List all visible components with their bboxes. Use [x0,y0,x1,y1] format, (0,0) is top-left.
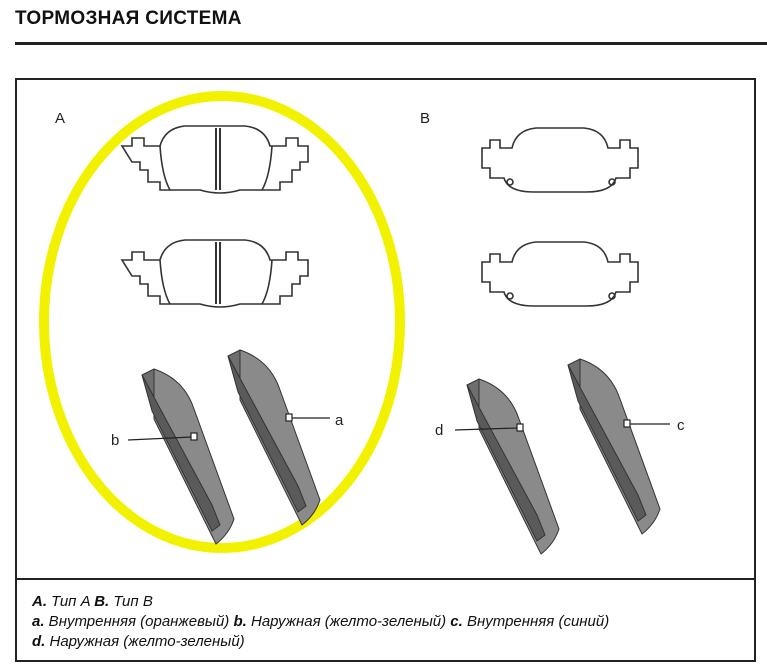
caption-line-2: a. Внутренняя (оранжевый) b. Наружная (ж… [32,612,609,632]
caption-key: B. [94,593,110,610]
caption-text: Наружная (желто-зеленый) [45,633,245,650]
label-c: c [677,417,685,434]
caption-text: Внутренняя (оранжевый) [44,613,234,630]
caption-text: Наружная (желто-зеленый) [246,613,451,630]
caption-text: Внутренняя (синий) [462,613,610,630]
label-a: a [335,412,344,429]
pad-3d-c [567,358,661,535]
caption-key: A. [32,593,47,610]
caption-text: Тип B [109,593,153,610]
figure-frame: A B a b c d [15,78,756,662]
figure-caption: A. Тип A B. Тип B a. Внутренняя (оранжев… [32,592,609,652]
label-d: d [435,422,444,439]
pad-type-a-bottom [121,239,309,308]
pad-type-a-top [121,125,309,194]
page-title: ТОРМОЗНАЯ СИСТЕМА [15,8,242,29]
pad-type-b-bottom [481,241,639,307]
caption-line-1: A. Тип A B. Тип B [32,592,609,612]
caption-key: d. [32,633,46,650]
caption-line-3: d. Наружная (желто-зеленый) [32,632,609,652]
pad-type-b-top [481,127,639,193]
highlight-circle [39,91,405,553]
pad-3d-d [466,378,560,555]
caption-key: c. [450,613,463,630]
label-b: b [111,432,120,449]
caption-divider [17,578,754,580]
pad-3d-a [227,349,321,526]
caption-text: Тип A [47,593,95,610]
caption-key: b. [233,613,247,630]
label-type-b: B [420,110,431,127]
header-rule [15,42,767,45]
caption-key: a. [32,613,45,630]
pad-3d-b [141,368,235,545]
label-type-a: A [55,110,66,127]
